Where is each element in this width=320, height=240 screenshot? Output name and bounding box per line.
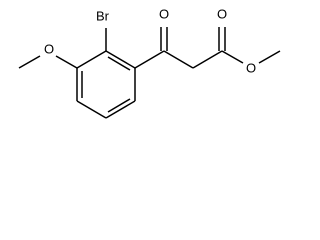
ring-bond-3: [105, 100, 136, 119]
ring-bond-6: [76, 50, 107, 69]
bromine-label: Br: [96, 9, 110, 24]
ester-ether-oxygen-label: O: [246, 61, 256, 76]
benzene-ring: [76, 50, 136, 119]
ring-double-bond-2: [107, 98, 131, 113]
methylene-ester-bond: [192, 50, 223, 69]
ester-methyl-bond: [258, 50, 281, 64]
chemical-structure-diagram: Br O O O O: [18, 7, 281, 119]
ester-ether-o-bond: [221, 50, 244, 64]
methoxy-oxygen-label: O: [44, 42, 54, 57]
ring-carbonyl-bond: [134, 50, 165, 69]
ring-bond-1: [105, 50, 136, 69]
carbonyl-methylene-bond: [163, 50, 194, 69]
ring-bond-4: [76, 100, 107, 119]
methoxy-methyl-bond: [18, 55, 41, 69]
ester-carbonyl-oxygen-label: O: [217, 7, 227, 22]
ring-double-bond-1: [107, 56, 131, 71]
ring-methoxy-o-bond: [55, 55, 78, 69]
ketone-oxygen-label: O: [159, 7, 169, 22]
